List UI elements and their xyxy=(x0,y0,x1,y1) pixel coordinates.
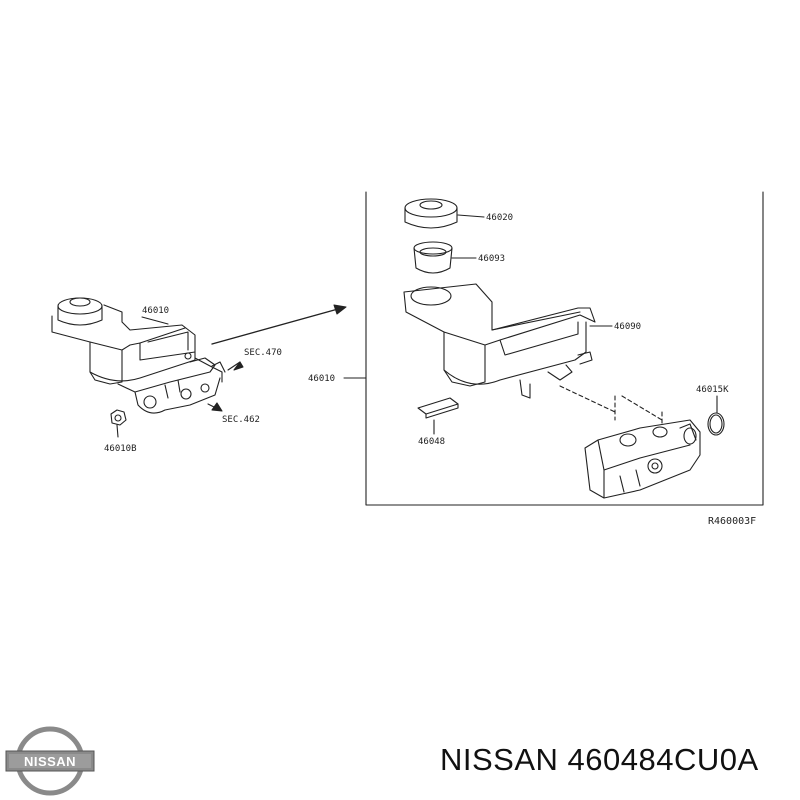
detail-frame xyxy=(365,191,764,506)
o-ring xyxy=(707,412,725,436)
logo-text: NISSAN xyxy=(24,754,76,769)
seal xyxy=(417,397,459,419)
left-master-cylinder-assembly xyxy=(51,297,226,414)
callout-46048: 46048 xyxy=(418,437,445,447)
callout-46010-detail: 46010 xyxy=(308,374,335,384)
parts-diagram: 46010 SEC.470 SEC.462 46010B 46010 46020… xyxy=(51,191,764,527)
callout-46090: 46090 xyxy=(614,322,641,332)
master-cylinder-body xyxy=(584,419,701,499)
nut-part xyxy=(110,409,127,426)
callout-sec-462: SEC.462 xyxy=(222,415,260,425)
callout-46020: 46020 xyxy=(486,213,513,223)
callout-46015k: 46015K xyxy=(696,385,729,395)
strainer xyxy=(413,241,453,274)
callout-46010-left: 46010 xyxy=(142,306,169,316)
callout-46010b: 46010B xyxy=(104,444,137,454)
callout-46093: 46093 xyxy=(478,254,505,264)
reservoir-cap xyxy=(404,198,458,229)
nissan-logo: NISSAN xyxy=(5,726,95,796)
part-number-label: NISSAN 460484CU0A xyxy=(440,742,759,777)
callout-sec-470: SEC.470 xyxy=(244,348,282,358)
reference-code: R460003F xyxy=(708,516,756,527)
reservoir-body xyxy=(403,283,596,399)
